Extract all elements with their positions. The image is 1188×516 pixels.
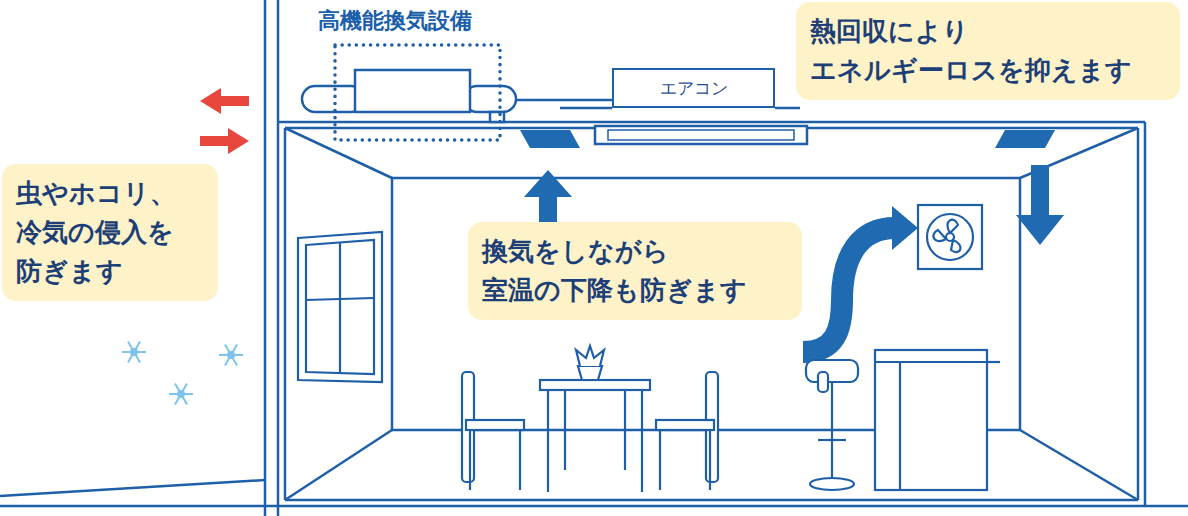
ceiling-vents [595,126,807,144]
kitchen [899,362,901,490]
exhaust-fan [933,230,946,241]
ventilation-unit [775,107,800,110]
snowflake [169,384,193,405]
ventilation-unit [560,107,612,110]
exhaust-fan [918,205,982,269]
dining-set [709,430,711,490]
building-outline [278,121,1145,124]
ceiling-vents [520,126,1055,148]
kitchen [987,361,1000,363]
snowflake [225,345,237,366]
ventilation-unit [490,112,504,122]
exhaust-fan [951,240,961,252]
node-text: 熱回収により エネルギーロスを抑えます [810,12,1143,90]
building-outline [284,128,287,500]
ventilation-unit [355,70,470,112]
dotted-frame [335,45,500,140]
dining-set [462,346,718,492]
building-outline [285,499,1138,502]
node-text: 高機能換気設備 [318,8,472,34]
snowflake [225,345,237,366]
exchange-arrows [228,128,249,154]
node-text: エアコン [660,77,728,100]
dining-set [466,420,524,430]
kitchen [806,350,1000,490]
window [339,242,341,373]
kitchen [818,372,828,392]
dining-set [519,430,521,490]
dining-set [578,366,602,380]
snowflake [128,342,140,363]
node-text: 換気をしながら 室温の下降も防ぎます [482,232,737,310]
building-outline [285,128,392,178]
exhaust-fan [918,205,982,269]
snowflake [219,345,243,366]
ceiling-vents [520,130,580,148]
exchange-arrows [200,88,249,154]
aircon-box: エアコン [612,68,775,108]
kitchen [810,478,854,490]
building-outline [277,0,280,516]
window [298,232,382,382]
dining-set [641,390,643,492]
airflow-arrows [1031,165,1049,217]
snowflake [175,384,187,405]
callout-box: 虫やホコリ、 冷気の侵入を 防ぎます [2,164,218,301]
building-outline [0,505,1188,508]
exchange-arrows [219,96,249,106]
node-text: 虫やホコリ、 冷気の侵入を 防ぎます [16,174,193,291]
building-outline [285,430,392,500]
airflow-arrows [1016,215,1064,245]
airflow-arrows [803,228,895,352]
kitchen [875,361,987,363]
dining-set [656,420,714,430]
building-outline [1137,128,1140,500]
dining-set [659,430,661,490]
snowflakes [122,342,243,405]
airflow-arrows [539,195,557,223]
exhaust-fan [927,214,973,260]
window [306,298,374,300]
dining-set [624,390,626,470]
snowflake [228,352,234,358]
ventilation-unit [464,86,516,112]
building-outline [1144,122,1147,506]
snowflake [122,342,146,363]
dining-set [540,380,650,390]
building-outline [1020,430,1138,500]
dining-set [547,390,549,492]
dining-set [564,390,566,470]
ventilation-unit [516,99,612,102]
kitchen [831,382,833,478]
kitchen [818,439,846,441]
building-outline [0,480,265,496]
snowflake [128,342,140,363]
snowflake [175,384,187,405]
exchange-arrows [200,136,230,146]
dining-set [576,346,604,366]
equipment-heading: 高機能換気設備 [318,8,472,34]
window [298,232,382,382]
ventilation-unit [302,70,800,122]
dining-set [469,430,471,490]
airflow-arrows [892,206,918,250]
airflow-arrows [524,170,572,197]
exchange-arrows [200,88,221,114]
snowflake [178,391,184,397]
callout-box: 熱回収により エネルギーロスを抑えます [796,2,1180,100]
exhaust-fan [947,220,958,233]
snowflake [131,349,137,355]
building-outline [264,0,267,516]
callout-box: 換気をしながら 室温の下降も防ぎます [468,222,802,320]
ceiling-vents [995,130,1055,148]
kitchen [875,350,987,490]
ceiling-vents [608,130,794,140]
window [306,240,374,374]
kitchen [806,360,858,382]
